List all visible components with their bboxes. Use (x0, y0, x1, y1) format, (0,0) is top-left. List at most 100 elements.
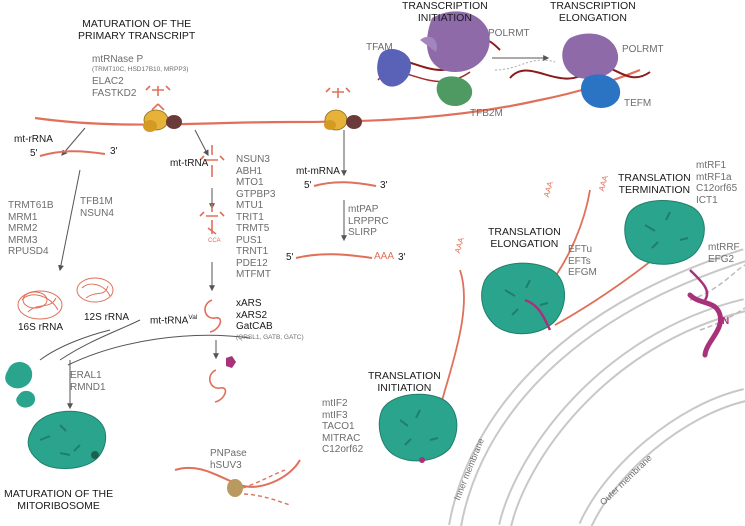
transcription-initiation-complex (377, 11, 556, 107)
label-trit1: TRIT1 (236, 211, 264, 223)
label-mt-trna-val-base: mt-tRNA (150, 315, 189, 327)
label-trmt61b: TRMT61B (8, 200, 54, 211)
mrna-5prime-b: 5' (286, 252, 294, 263)
label-gtpbp3: GTPBP3 (236, 188, 276, 200)
label-gatcab-subunits: (QRSL1, GATB, GATC) (236, 334, 304, 341)
label-eftu: EFTu (568, 244, 593, 255)
label-mtif2: mtIF2 (322, 398, 348, 409)
label-c12orf65: C12orf65 (696, 183, 738, 194)
label-mrm3: MRM3 (8, 234, 38, 246)
list-termination-factors: mtRF1 mtRF1a C12orf65 ICT1 (696, 160, 737, 206)
label-mt-trna: mt-tRNA (170, 158, 209, 169)
rnase-p-complex-1 (143, 85, 182, 132)
list-charging-enzymes: xARS xARS2 GatCAB (236, 298, 273, 333)
label-mto1: MTO1 (236, 177, 264, 188)
label-elac2: ELAC2 (92, 76, 124, 87)
rrna-3prime: 3' (110, 146, 118, 157)
label-mrm1: MRM1 (8, 211, 38, 223)
label-efts: EFTs (568, 255, 591, 267)
mrna-3prime: 3' (380, 180, 388, 191)
label-polrmt-elong: POLRMT (622, 44, 664, 55)
list-initiation-factors: mtIF2 mtIF3 TACO1 MITRAC C12orf62 (322, 398, 363, 456)
label-mtrf1a: mtRF1a (696, 171, 732, 183)
list-elongation-factors: EFTu EFTs EFGM (568, 244, 597, 279)
label-tfb2m: TFB2M (470, 108, 503, 119)
label-trmt5: TRMT5 (236, 223, 270, 234)
label-mtrrf: mtRRF (708, 242, 740, 253)
nascent-peptide (687, 292, 724, 358)
list-rrna-factors: TFB1M NSUN4 (80, 196, 114, 219)
degradosome (174, 459, 301, 506)
translation-initiation-ribosome (378, 393, 458, 463)
label-nsun4: NSUN4 (80, 207, 114, 219)
mrna-strand-bottom (295, 253, 373, 259)
outer-membrane (578, 264, 745, 526)
aminoacyl-marker (226, 356, 236, 368)
label-pus1: PUS1 (236, 234, 263, 246)
label-c12orf62: C12orf62 (322, 444, 364, 455)
label-mt-rrna: mt-rRNA (14, 134, 53, 145)
label-mt-trna-val: mt-tRNAVal (150, 314, 197, 327)
label-mtpap: mtPAP (348, 204, 379, 215)
label-efgm: EFGM (568, 267, 597, 278)
list-trna-modifiers: NSUN3 ABH1 MTO1 GTPBP3 MTU1 TRIT1 TRMT5 … (236, 154, 275, 281)
label-rmnd1: RMND1 (70, 381, 106, 393)
mrna-strand-top (313, 181, 377, 187)
heading-maturation-primary: MATURATION OF THE PRIMARY TRANSCRIPT (78, 18, 196, 43)
rrna-5prime: 5' (30, 148, 38, 159)
label-pde12: PDE12 (236, 257, 268, 269)
label-mtif3: mtIF3 (322, 409, 348, 421)
heading-transcription-initiation: TRANSCRIPTION INITIATION (402, 0, 488, 25)
label-hsuv3: hSUV3 (210, 459, 242, 471)
label-pnpase: PNPase (210, 448, 247, 459)
heading-maturation-mitoribosome: MATURATION OF THE MITORIBOSOME (4, 488, 114, 513)
heading-translation-termination: TRANSLATION TERMINATION (618, 172, 691, 197)
list-recycling-factors: mtRRF EFG2 (708, 242, 740, 265)
list-assembly-factors: ERAL1 RMND1 (70, 370, 106, 393)
list-processing-factors: ELAC2 FASTKD2 (92, 76, 136, 99)
heading-translation-elongation: TRANSLATION ELONGATION (488, 226, 561, 251)
label-mtrnasep-subunits: (TRMT10C, HSD17B10, MRPP3) (92, 66, 189, 73)
heading-translation-initiation: TRANSLATION INITIATION (368, 370, 441, 395)
mature-mitoribosome (27, 410, 107, 469)
mrna-5prime: 5' (304, 180, 312, 191)
label-taco1: TACO1 (322, 421, 355, 432)
rrna-strand (39, 150, 106, 157)
trna-cloverleaves (199, 145, 227, 403)
translation-elongation-ribosome (481, 262, 565, 335)
label-nsun3: NSUN3 (236, 154, 270, 165)
heading-transcription-elongation: TRANSCRIPTION ELONGATION (550, 0, 636, 25)
label-cca: CCA (208, 238, 221, 244)
label-mt-trna-val-sup: Val (188, 314, 198, 321)
transcription-elongation-complex (509, 33, 651, 109)
mrna-polya: AAA (374, 251, 395, 262)
mrna-3prime-b: 3' (398, 252, 406, 263)
label-mrm2: MRM2 (8, 223, 38, 234)
rrna-12s-structure (76, 277, 114, 303)
label-eral1: ERAL1 (70, 370, 102, 381)
label-mtrf1: mtRF1 (696, 160, 726, 171)
label-n-terminus: N (722, 316, 730, 327)
pathway-arrows (39, 127, 347, 410)
label-tefm: TEFM (624, 98, 652, 109)
label-gatcab: GatCAB (236, 321, 273, 332)
label-xars2: xARS2 (236, 309, 268, 321)
label-abh1: ABH1 (236, 165, 263, 177)
label-mt-mrna: mt-mRNA (296, 166, 340, 177)
label-16s-rrna: 16S rRNA (18, 322, 64, 333)
label-xars: xARS (236, 298, 262, 309)
inner-membrane (448, 248, 745, 526)
label-ict1: ICT1 (696, 194, 718, 206)
translation-termination-ribosome (624, 200, 709, 301)
rnase-p-complex-2 (324, 87, 362, 131)
list-degradation-factors: PNPase hSUV3 (210, 448, 247, 471)
rrna-16s-structure (17, 290, 63, 320)
list-mrna-factors: mtPAP LRPPRC SLIRP (348, 204, 389, 239)
label-trnt1: TRNT1 (236, 246, 269, 257)
label-tfb1m: TFB1M (80, 196, 113, 207)
label-mitrac: MITRAC (322, 432, 361, 444)
label-efg2: EFG2 (708, 253, 735, 265)
label-lrpprc: LRPPRC (348, 215, 389, 227)
